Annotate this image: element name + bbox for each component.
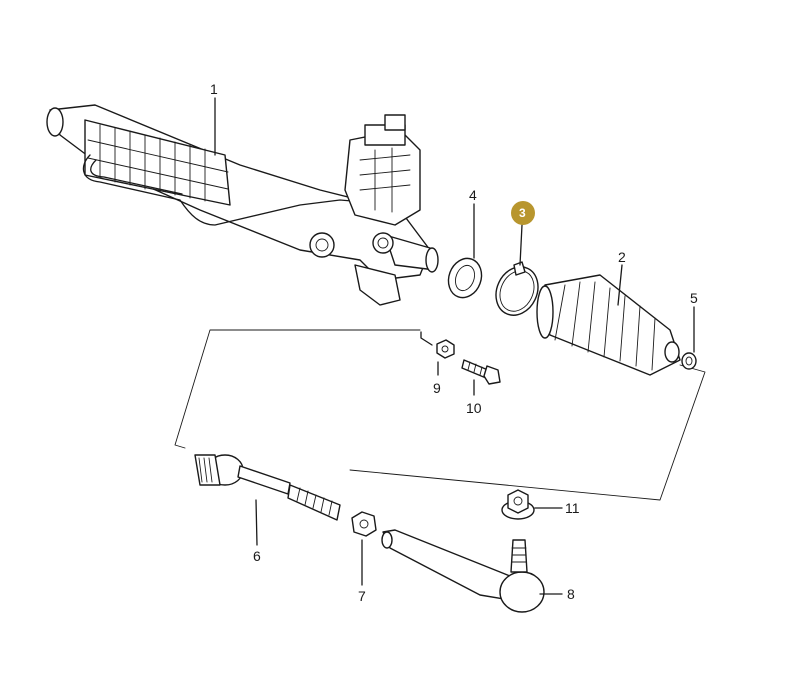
- callout-7[interactable]: 7: [358, 588, 366, 604]
- flange-nut[interactable]: [501, 489, 535, 520]
- leader-lines: [214, 97, 695, 595]
- nut[interactable]: [436, 339, 455, 359]
- callout-11[interactable]: 11: [565, 500, 580, 516]
- callout-3[interactable]: 3: [519, 206, 526, 220]
- small-clip[interactable]: [681, 352, 697, 370]
- bellows-boot[interactable]: [536, 274, 681, 376]
- clamp[interactable]: [488, 260, 545, 322]
- callout-2[interactable]: 2: [618, 249, 626, 265]
- steering-rack[interactable]: [46, 104, 439, 306]
- callout-6[interactable]: 6: [253, 548, 261, 564]
- callout-8[interactable]: 8: [567, 586, 575, 602]
- callout-4[interactable]: 4: [469, 187, 477, 203]
- callout-9[interactable]: 9: [433, 380, 441, 396]
- callout-1[interactable]: 1: [210, 81, 218, 97]
- outer-tie-rod-end[interactable]: [381, 529, 545, 613]
- lock-nut[interactable]: [351, 511, 377, 537]
- callout-labels: 1 2 3 4 5 6 7 8 9 10 11: [210, 81, 698, 604]
- bolt[interactable]: [461, 359, 501, 385]
- callout-3-badge[interactable]: [511, 201, 535, 225]
- inner-tie-rod[interactable]: [194, 454, 341, 521]
- callout-5[interactable]: 5: [690, 290, 698, 306]
- callout-10[interactable]: 10: [466, 400, 482, 416]
- seal-ring[interactable]: [443, 254, 487, 303]
